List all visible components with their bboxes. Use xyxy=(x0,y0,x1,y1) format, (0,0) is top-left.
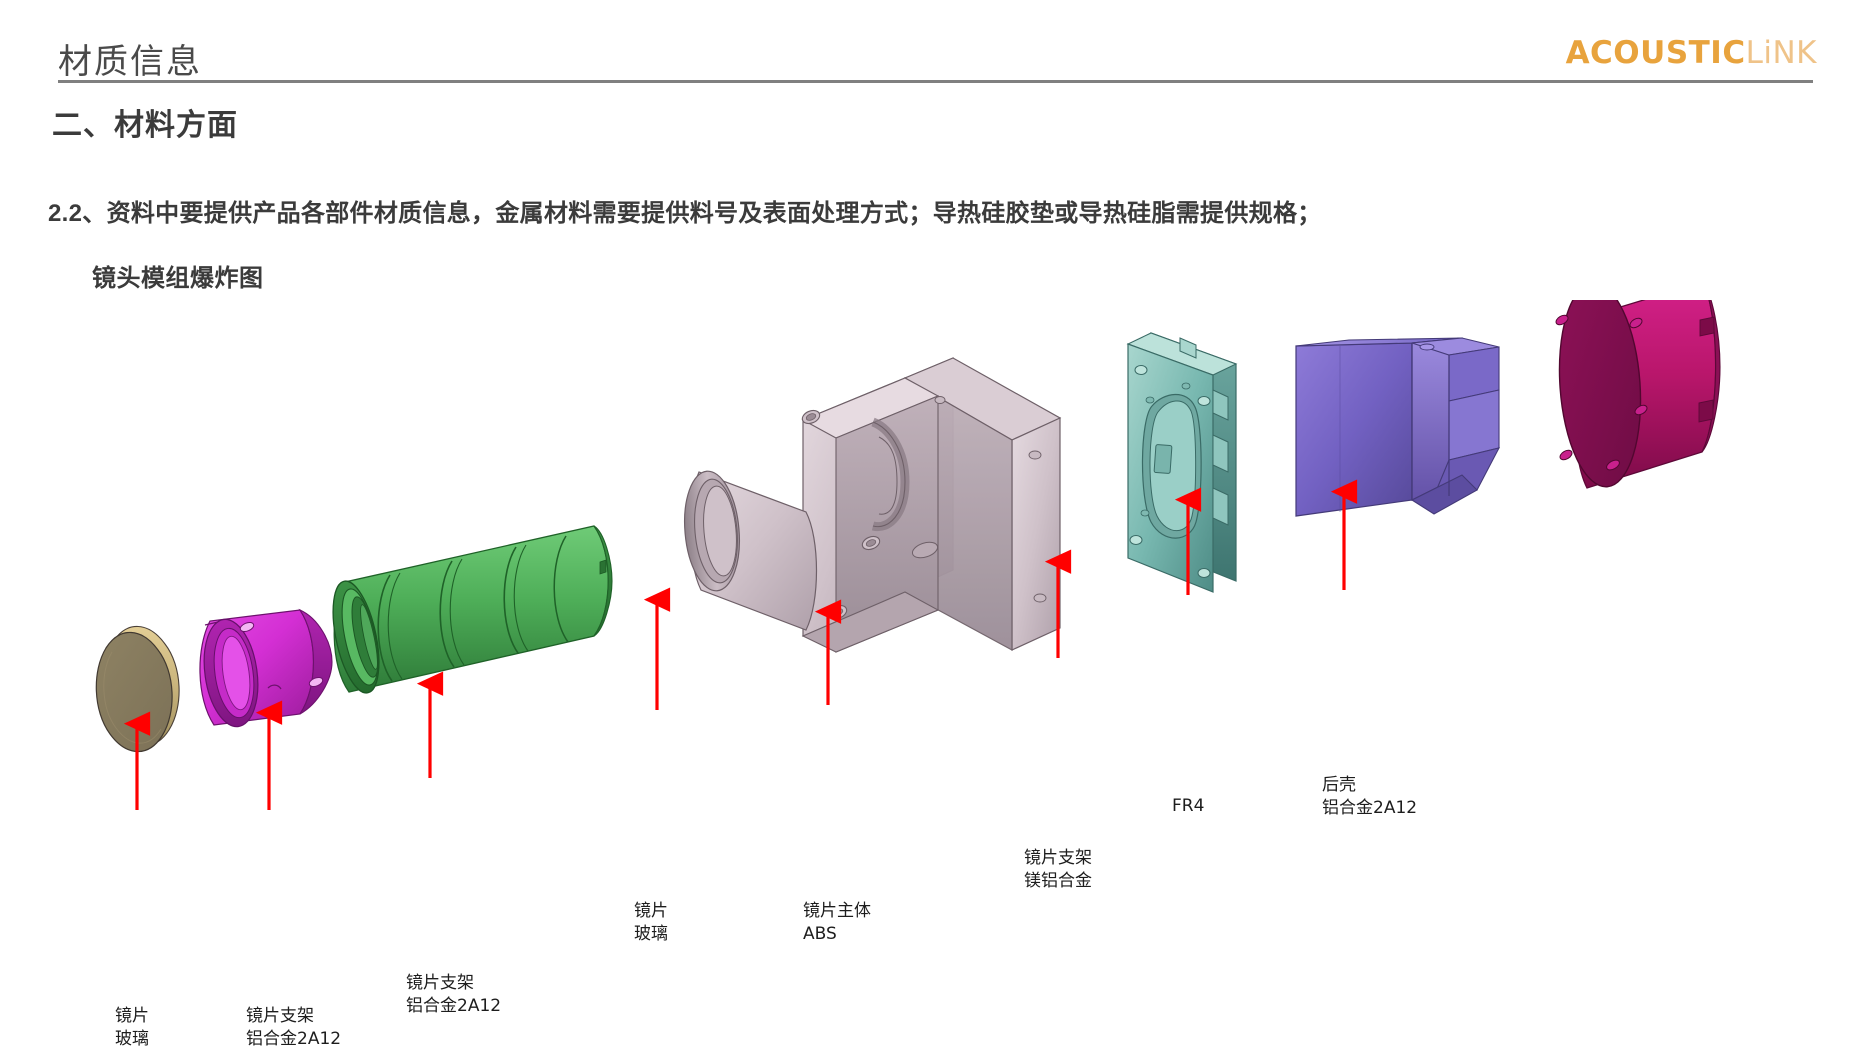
label-line-1: 镜片支架 xyxy=(406,973,474,993)
label-line-1: 镜片 xyxy=(115,1006,149,1026)
label-pcb: FR4 xyxy=(1172,795,1204,818)
label-lens-bracket-green: 镜片支架 铝合金2A12 xyxy=(406,972,501,1019)
label-line-1: 镜片 xyxy=(634,901,668,921)
label-line-2: ABS xyxy=(803,924,837,945)
logo-secondary-text: LiNK xyxy=(1745,35,1817,71)
label-line-2: 镁铝合金 xyxy=(1024,871,1092,892)
part-lens-glass-front xyxy=(95,625,180,753)
section-heading: 二、材料方面 xyxy=(52,109,238,142)
label-line-2: 铝合金2A12 xyxy=(246,1029,342,1050)
label-line-1: 镜片支架 xyxy=(246,1006,314,1026)
label-lens-glass-front: 镜片 玻璃 xyxy=(115,1005,149,1052)
part-lens-bracket-magenta xyxy=(199,608,333,728)
callout-arrows xyxy=(123,479,1358,810)
exploded-view-diagram xyxy=(0,300,1865,1045)
requirement-paragraph: 2.2、资料中要提供产品各部件材质信息，金属材料需要提供料号及表面处理方式；导热… xyxy=(48,200,1322,227)
part-rear-shell xyxy=(1555,300,1721,489)
header-divider xyxy=(58,80,1813,83)
label-line-1: 镜片主体 xyxy=(803,901,871,921)
acousticlink-logo: ACOUSTICLiNK xyxy=(1566,35,1817,71)
label-line-2: 铝合金2A12 xyxy=(406,996,502,1017)
label-lens-glass-small: 镜片 玻璃 xyxy=(634,900,668,947)
label-line-2: 玻璃 xyxy=(115,1029,149,1050)
label-line-2: 玻璃 xyxy=(634,924,668,945)
label-lens-bracket-mg: 镜片支架 镁铝合金 xyxy=(1024,847,1092,894)
logo-primary-text: ACOUSTIC xyxy=(1565,35,1746,71)
label-rear-shell: 后壳 铝合金2A12 xyxy=(1322,774,1417,821)
part-pcb xyxy=(1295,337,1501,517)
label-lens-body: 镜片主体 ABS xyxy=(803,900,871,947)
label-line-1: FR4 xyxy=(1172,796,1205,816)
page-title: 材质信息 xyxy=(58,42,202,82)
part-lens-body xyxy=(683,357,1062,653)
part-lens-bracket-green xyxy=(332,525,613,694)
part-lens-bracket-mg xyxy=(1126,332,1238,593)
label-line-2: 铝合金2A12 xyxy=(1322,798,1418,819)
diagram-subheading: 镜头模组爆炸图 xyxy=(92,265,264,292)
label-lens-bracket-magenta: 镜片支架 铝合金2A12 xyxy=(246,1005,341,1052)
label-line-1: 后壳 xyxy=(1322,775,1356,795)
label-line-1: 镜片支架 xyxy=(1024,848,1092,868)
